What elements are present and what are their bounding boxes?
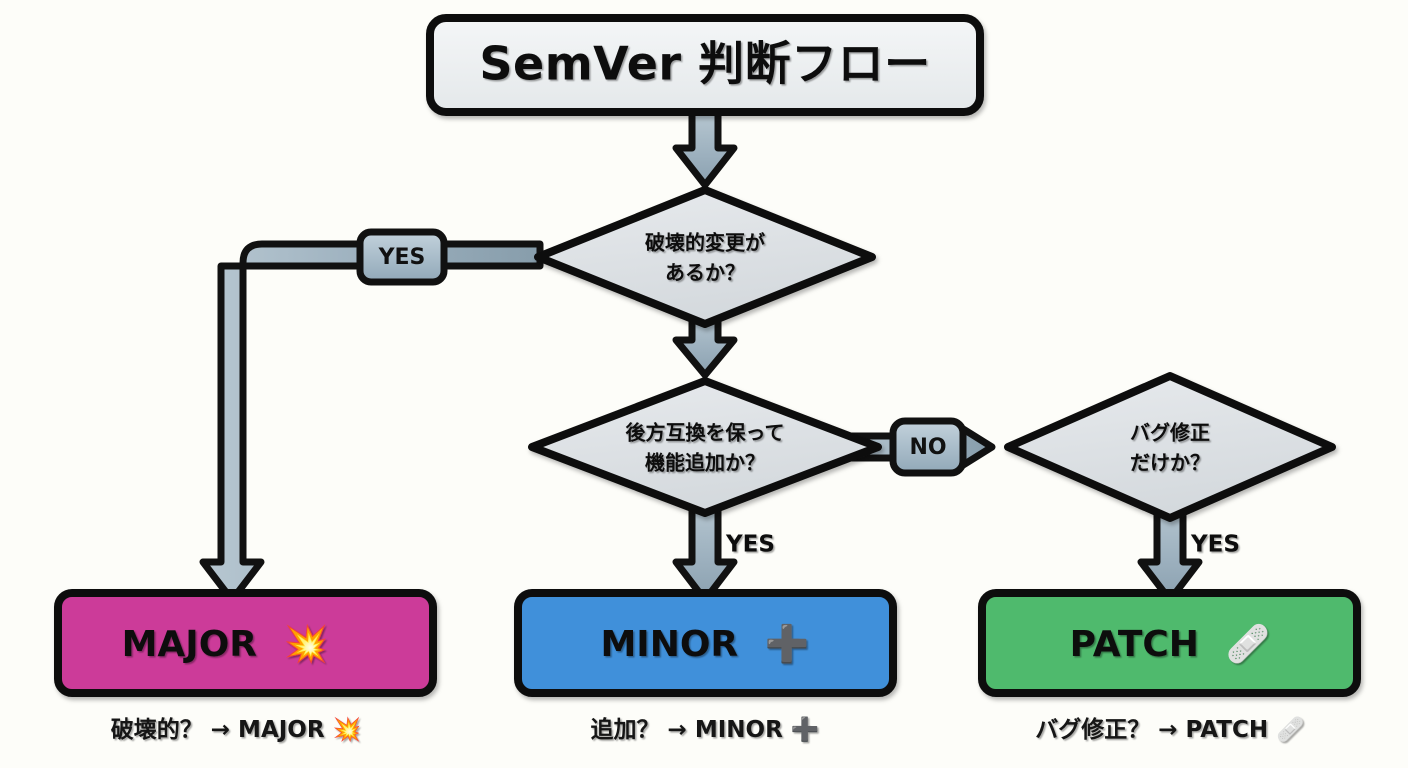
- edge-label-breaking-yes-text: YES: [378, 245, 426, 270]
- result-patch-emoji: 🩹: [1225, 622, 1270, 665]
- svg-text:PATCH 🩹: PATCH 🩹: [1070, 622, 1271, 665]
- result-major-emoji: 💥: [284, 623, 329, 665]
- result-minor-emoji: ➕: [765, 623, 810, 665]
- title-label: SemVer 判断フロー: [479, 37, 930, 91]
- node-title-box: SemVer 判断フロー: [426, 14, 984, 116]
- decision-backward-line1: 後方互換を保って: [626, 421, 785, 445]
- edge-label-backward-no-text: NO: [909, 435, 946, 460]
- node-decision-breaking: 破壊的変更が あるか？: [534, 186, 876, 328]
- caption-major: 破壊的？ → MAJOR 💥: [111, 716, 361, 743]
- caption-minor: 追加？ → MINOR ➕: [591, 716, 820, 743]
- node-result-major: MAJOR 💥: [54, 589, 437, 697]
- node-result-patch: PATCH 🩹: [978, 589, 1361, 697]
- edge-breaking-yes-to-major: [199, 240, 544, 604]
- decision-breaking-line2: あるか？: [665, 261, 745, 285]
- decision-breaking-line1: 破壊的変更が: [645, 231, 765, 255]
- decision-backward-line2: 機能追加か？: [645, 451, 765, 475]
- node-result-minor: MINOR ➕: [514, 589, 897, 697]
- result-patch-label: PATCH: [1070, 624, 1199, 665]
- edge-label-bugfix-yes-text: YES: [1190, 532, 1240, 558]
- edge-label-backward-no: NO: [889, 417, 967, 477]
- decision-bugfix-line1: バグ修正: [1130, 421, 1210, 445]
- node-decision-bugfix: バグ修正 だけか？: [1004, 372, 1336, 522]
- result-minor-label: MINOR: [600, 624, 738, 665]
- edge-title-to-breaking: [672, 108, 738, 189]
- edge-label-backward-yes-text: YES: [725, 532, 775, 558]
- decision-bugfix-line2: だけか？: [1130, 451, 1210, 475]
- caption-patch: バグ修正？ → PATCH 🩹: [1035, 715, 1305, 743]
- svg-text:MAJOR 💥: MAJOR 💥: [122, 623, 329, 665]
- result-major-label: MAJOR: [122, 624, 257, 665]
- edge-label-breaking-yes: YES: [356, 228, 448, 286]
- svg-text:MINOR ➕: MINOR ➕: [600, 623, 809, 665]
- node-decision-backward: 後方互換を保って 機能追加か？: [528, 377, 882, 517]
